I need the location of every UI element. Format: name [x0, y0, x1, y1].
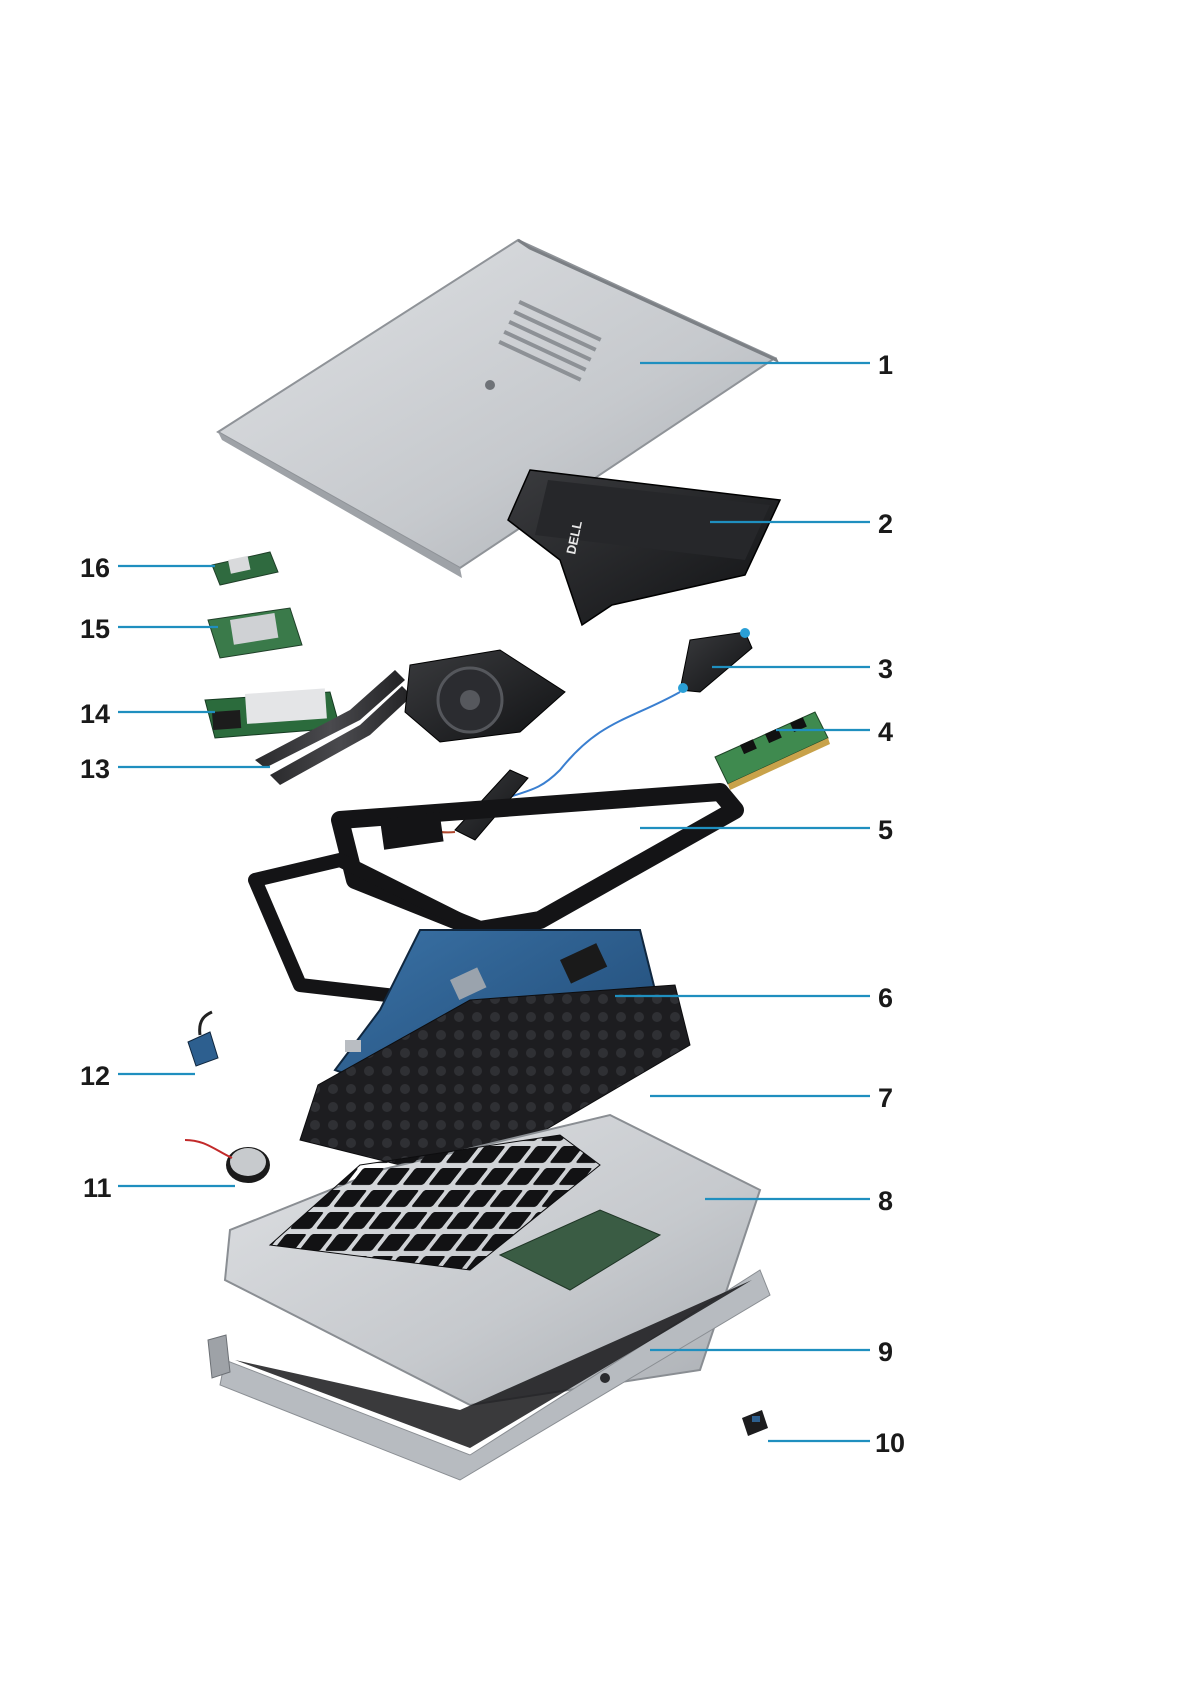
wlan-card-part [212, 552, 278, 585]
callout-3: 3 [878, 654, 893, 684]
dc-in-port-part [742, 1410, 768, 1436]
callout-6: 6 [878, 983, 893, 1013]
callout-10: 10 [875, 1428, 905, 1458]
wwan-card-part [208, 608, 302, 658]
power-button-board-part [188, 1012, 218, 1066]
callout-12: 12 [80, 1061, 110, 1091]
memory-module-part [715, 712, 830, 790]
callout-15: 15 [80, 614, 110, 644]
palmrest-keyboard-part [225, 1115, 760, 1405]
callout-9: 9 [878, 1337, 893, 1367]
callout-16: 16 [80, 553, 110, 583]
coin-cell-battery-part [185, 1140, 270, 1183]
callout-11: 11 [83, 1173, 112, 1203]
callout-5: 5 [878, 815, 893, 845]
callout-8: 8 [878, 1186, 893, 1216]
callout-4: 4 [878, 717, 893, 747]
callout-14: 14 [80, 699, 110, 729]
battery-part: DELL [508, 470, 780, 625]
callout-2: 2 [878, 509, 893, 539]
callout-1: 1 [878, 350, 893, 380]
callout-7: 7 [878, 1083, 893, 1113]
callout-13: 13 [80, 754, 110, 784]
